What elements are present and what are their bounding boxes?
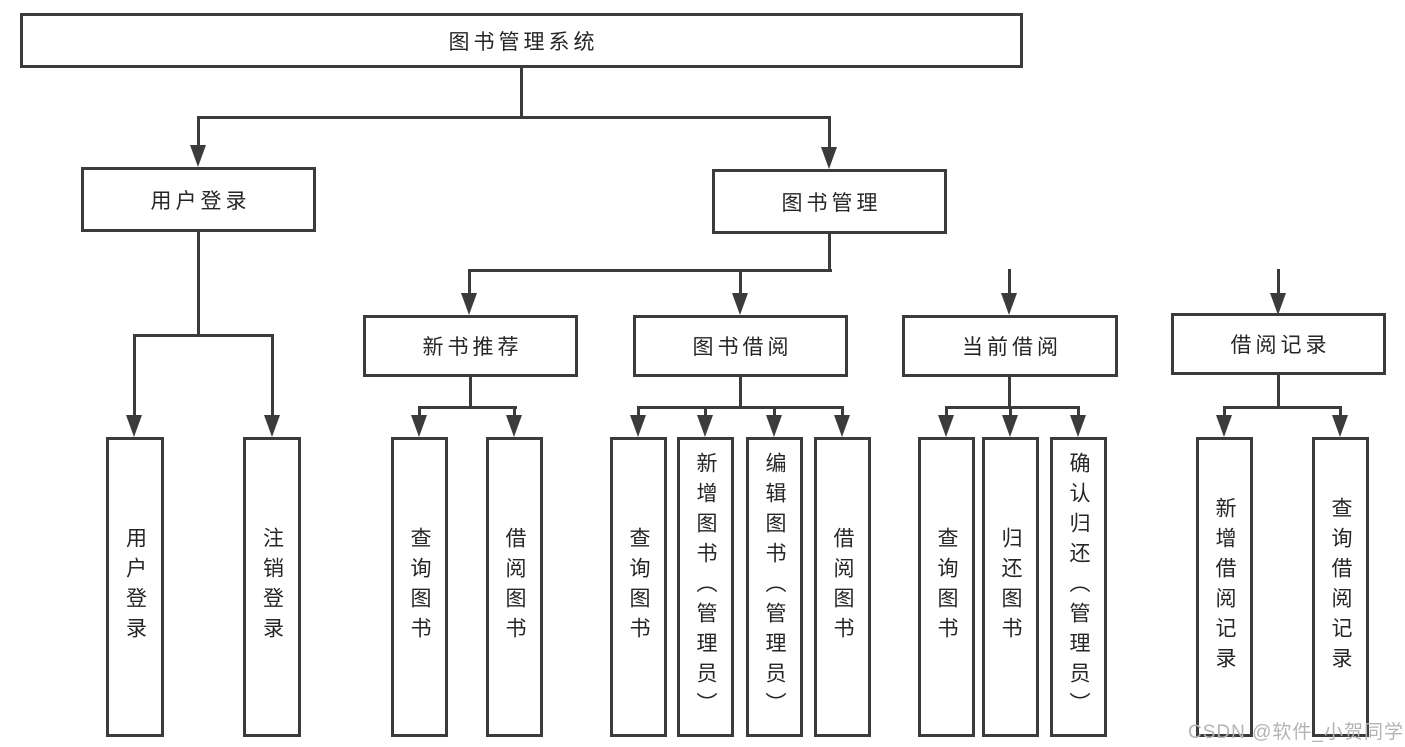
connector-line bbox=[133, 334, 274, 337]
connector-line bbox=[469, 375, 472, 409]
connector-line bbox=[739, 375, 742, 409]
connector-line bbox=[133, 334, 136, 419]
leaf-book-borrow-3: 编辑图书（管理员） bbox=[746, 437, 803, 737]
connector-line bbox=[1009, 406, 1012, 419]
arrow-down-icon bbox=[1002, 415, 1018, 437]
connector-line bbox=[739, 269, 742, 297]
leaf-label: 查询图书 bbox=[408, 527, 431, 647]
csdn-watermark: CSDN @软件_小贺同学 bbox=[1188, 722, 1404, 743]
connector-line bbox=[520, 66, 523, 118]
arrow-down-icon bbox=[938, 415, 954, 437]
leaf-label: 查询借阅记录 bbox=[1329, 497, 1352, 677]
arrow-down-icon bbox=[126, 415, 142, 437]
leaf-label: 归还图书 bbox=[999, 527, 1022, 647]
connector-line bbox=[704, 406, 707, 419]
node-user-login: 用户登录 bbox=[81, 167, 316, 232]
connector-line bbox=[1223, 406, 1226, 419]
leaf-current-borrow-1: 查询图书 bbox=[918, 437, 975, 737]
arrow-down-icon bbox=[834, 415, 850, 437]
connector-line bbox=[1008, 269, 1011, 297]
node-book-borrow: 图书借阅 bbox=[633, 315, 848, 377]
leaf-label: 用户登录 bbox=[123, 527, 147, 647]
connector-line bbox=[1339, 406, 1342, 419]
arrow-down-icon bbox=[190, 145, 206, 167]
leaf-label: 确认归还（管理员） bbox=[1067, 452, 1090, 722]
arrow-down-icon bbox=[1270, 293, 1286, 315]
node-book-borrow-label: 图书借阅 bbox=[692, 336, 793, 359]
node-book-mgmt-label: 图书管理 bbox=[781, 191, 882, 215]
connector-line bbox=[197, 116, 831, 119]
connector-line bbox=[773, 406, 776, 419]
leaf-label: 编辑图书（管理员） bbox=[763, 452, 786, 722]
node-borrow-records: 借阅记录 bbox=[1171, 313, 1386, 375]
connector-line bbox=[945, 406, 1080, 409]
connector-line bbox=[468, 269, 832, 272]
node-current-borrow-label: 当前借阅 bbox=[962, 336, 1062, 359]
leaf-new-books-1: 查询图书 bbox=[391, 437, 448, 737]
connector-line bbox=[1077, 406, 1080, 419]
connector-line bbox=[841, 406, 844, 419]
leaf-label: 新增图书（管理员） bbox=[694, 452, 717, 722]
arrow-down-icon bbox=[461, 293, 477, 315]
leaf-current-borrow-3: 确认归还（管理员） bbox=[1050, 437, 1107, 737]
connector-line bbox=[1223, 406, 1342, 409]
node-root: 图书管理系统 bbox=[20, 13, 1023, 68]
connector-line bbox=[1008, 375, 1011, 409]
node-new-books-label: 新书推荐 bbox=[422, 336, 523, 359]
leaf-label: 注销登录 bbox=[260, 527, 284, 647]
arrow-down-icon bbox=[766, 415, 782, 437]
arrow-down-icon bbox=[1001, 293, 1017, 315]
connector-line bbox=[1277, 375, 1280, 409]
leaf-label: 新增借阅记录 bbox=[1213, 497, 1236, 677]
arrow-down-icon bbox=[1216, 415, 1232, 437]
arrow-down-icon bbox=[630, 415, 646, 437]
connector-line bbox=[1277, 269, 1280, 297]
leaf-user-login-2: 注销登录 bbox=[243, 437, 301, 737]
connector-line bbox=[828, 232, 831, 272]
node-current-borrow: 当前借阅 bbox=[902, 315, 1118, 377]
leaf-label: 借阅图书 bbox=[503, 527, 526, 647]
leaf-book-borrow-1: 查询图书 bbox=[610, 437, 667, 737]
node-user-login-label: 用户登录 bbox=[150, 189, 251, 213]
arrow-down-icon bbox=[411, 415, 427, 437]
connector-line bbox=[513, 406, 516, 419]
leaf-label: 查询图书 bbox=[935, 527, 958, 647]
leaf-current-borrow-2: 归还图书 bbox=[982, 437, 1039, 737]
arrow-down-icon bbox=[1332, 415, 1348, 437]
connector-line bbox=[637, 406, 640, 419]
connector-line bbox=[637, 406, 844, 409]
node-book-mgmt: 图书管理 bbox=[712, 169, 947, 234]
leaf-label: 查询图书 bbox=[627, 527, 650, 647]
leaf-borrow-records-1: 新增借阅记录 bbox=[1196, 437, 1253, 737]
node-root-label: 图书管理系统 bbox=[448, 30, 599, 54]
leaf-user-login-1: 用户登录 bbox=[106, 437, 164, 737]
arrow-down-icon bbox=[697, 415, 713, 437]
node-new-books: 新书推荐 bbox=[363, 315, 578, 377]
connector-line bbox=[945, 406, 948, 419]
connector-line bbox=[197, 230, 200, 336]
arrow-down-icon bbox=[1070, 415, 1086, 437]
node-borrow-records-label: 借阅记录 bbox=[1230, 334, 1331, 357]
connector-line bbox=[468, 269, 471, 297]
connector-line bbox=[271, 334, 274, 419]
leaf-borrow-records-2: 查询借阅记录 bbox=[1312, 437, 1369, 737]
connector-line bbox=[197, 116, 200, 149]
connector-line bbox=[828, 116, 831, 151]
leaf-new-books-2: 借阅图书 bbox=[486, 437, 543, 737]
arrow-down-icon bbox=[506, 415, 522, 437]
arrow-down-icon bbox=[732, 293, 748, 315]
leaf-label: 借阅图书 bbox=[831, 527, 854, 647]
connector-line bbox=[418, 406, 421, 419]
connector-line bbox=[418, 406, 517, 409]
leaf-book-borrow-2: 新增图书（管理员） bbox=[677, 437, 734, 737]
arrow-down-icon bbox=[821, 147, 837, 169]
leaf-book-borrow-4: 借阅图书 bbox=[814, 437, 871, 737]
arrow-down-icon bbox=[264, 415, 280, 437]
